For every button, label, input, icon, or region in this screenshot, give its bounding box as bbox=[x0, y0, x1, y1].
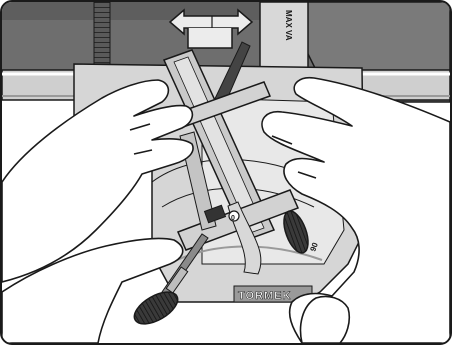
threaded-rod bbox=[94, 2, 110, 64]
jig-illustration: MAX VA 120 90 TORMEK 0 bbox=[2, 2, 450, 343]
brand-badge-text: TORMEK bbox=[238, 290, 291, 302]
machine-label: MAX VA bbox=[284, 10, 293, 41]
dial-mark: 0 bbox=[231, 215, 235, 222]
max-label-plate bbox=[260, 2, 308, 74]
